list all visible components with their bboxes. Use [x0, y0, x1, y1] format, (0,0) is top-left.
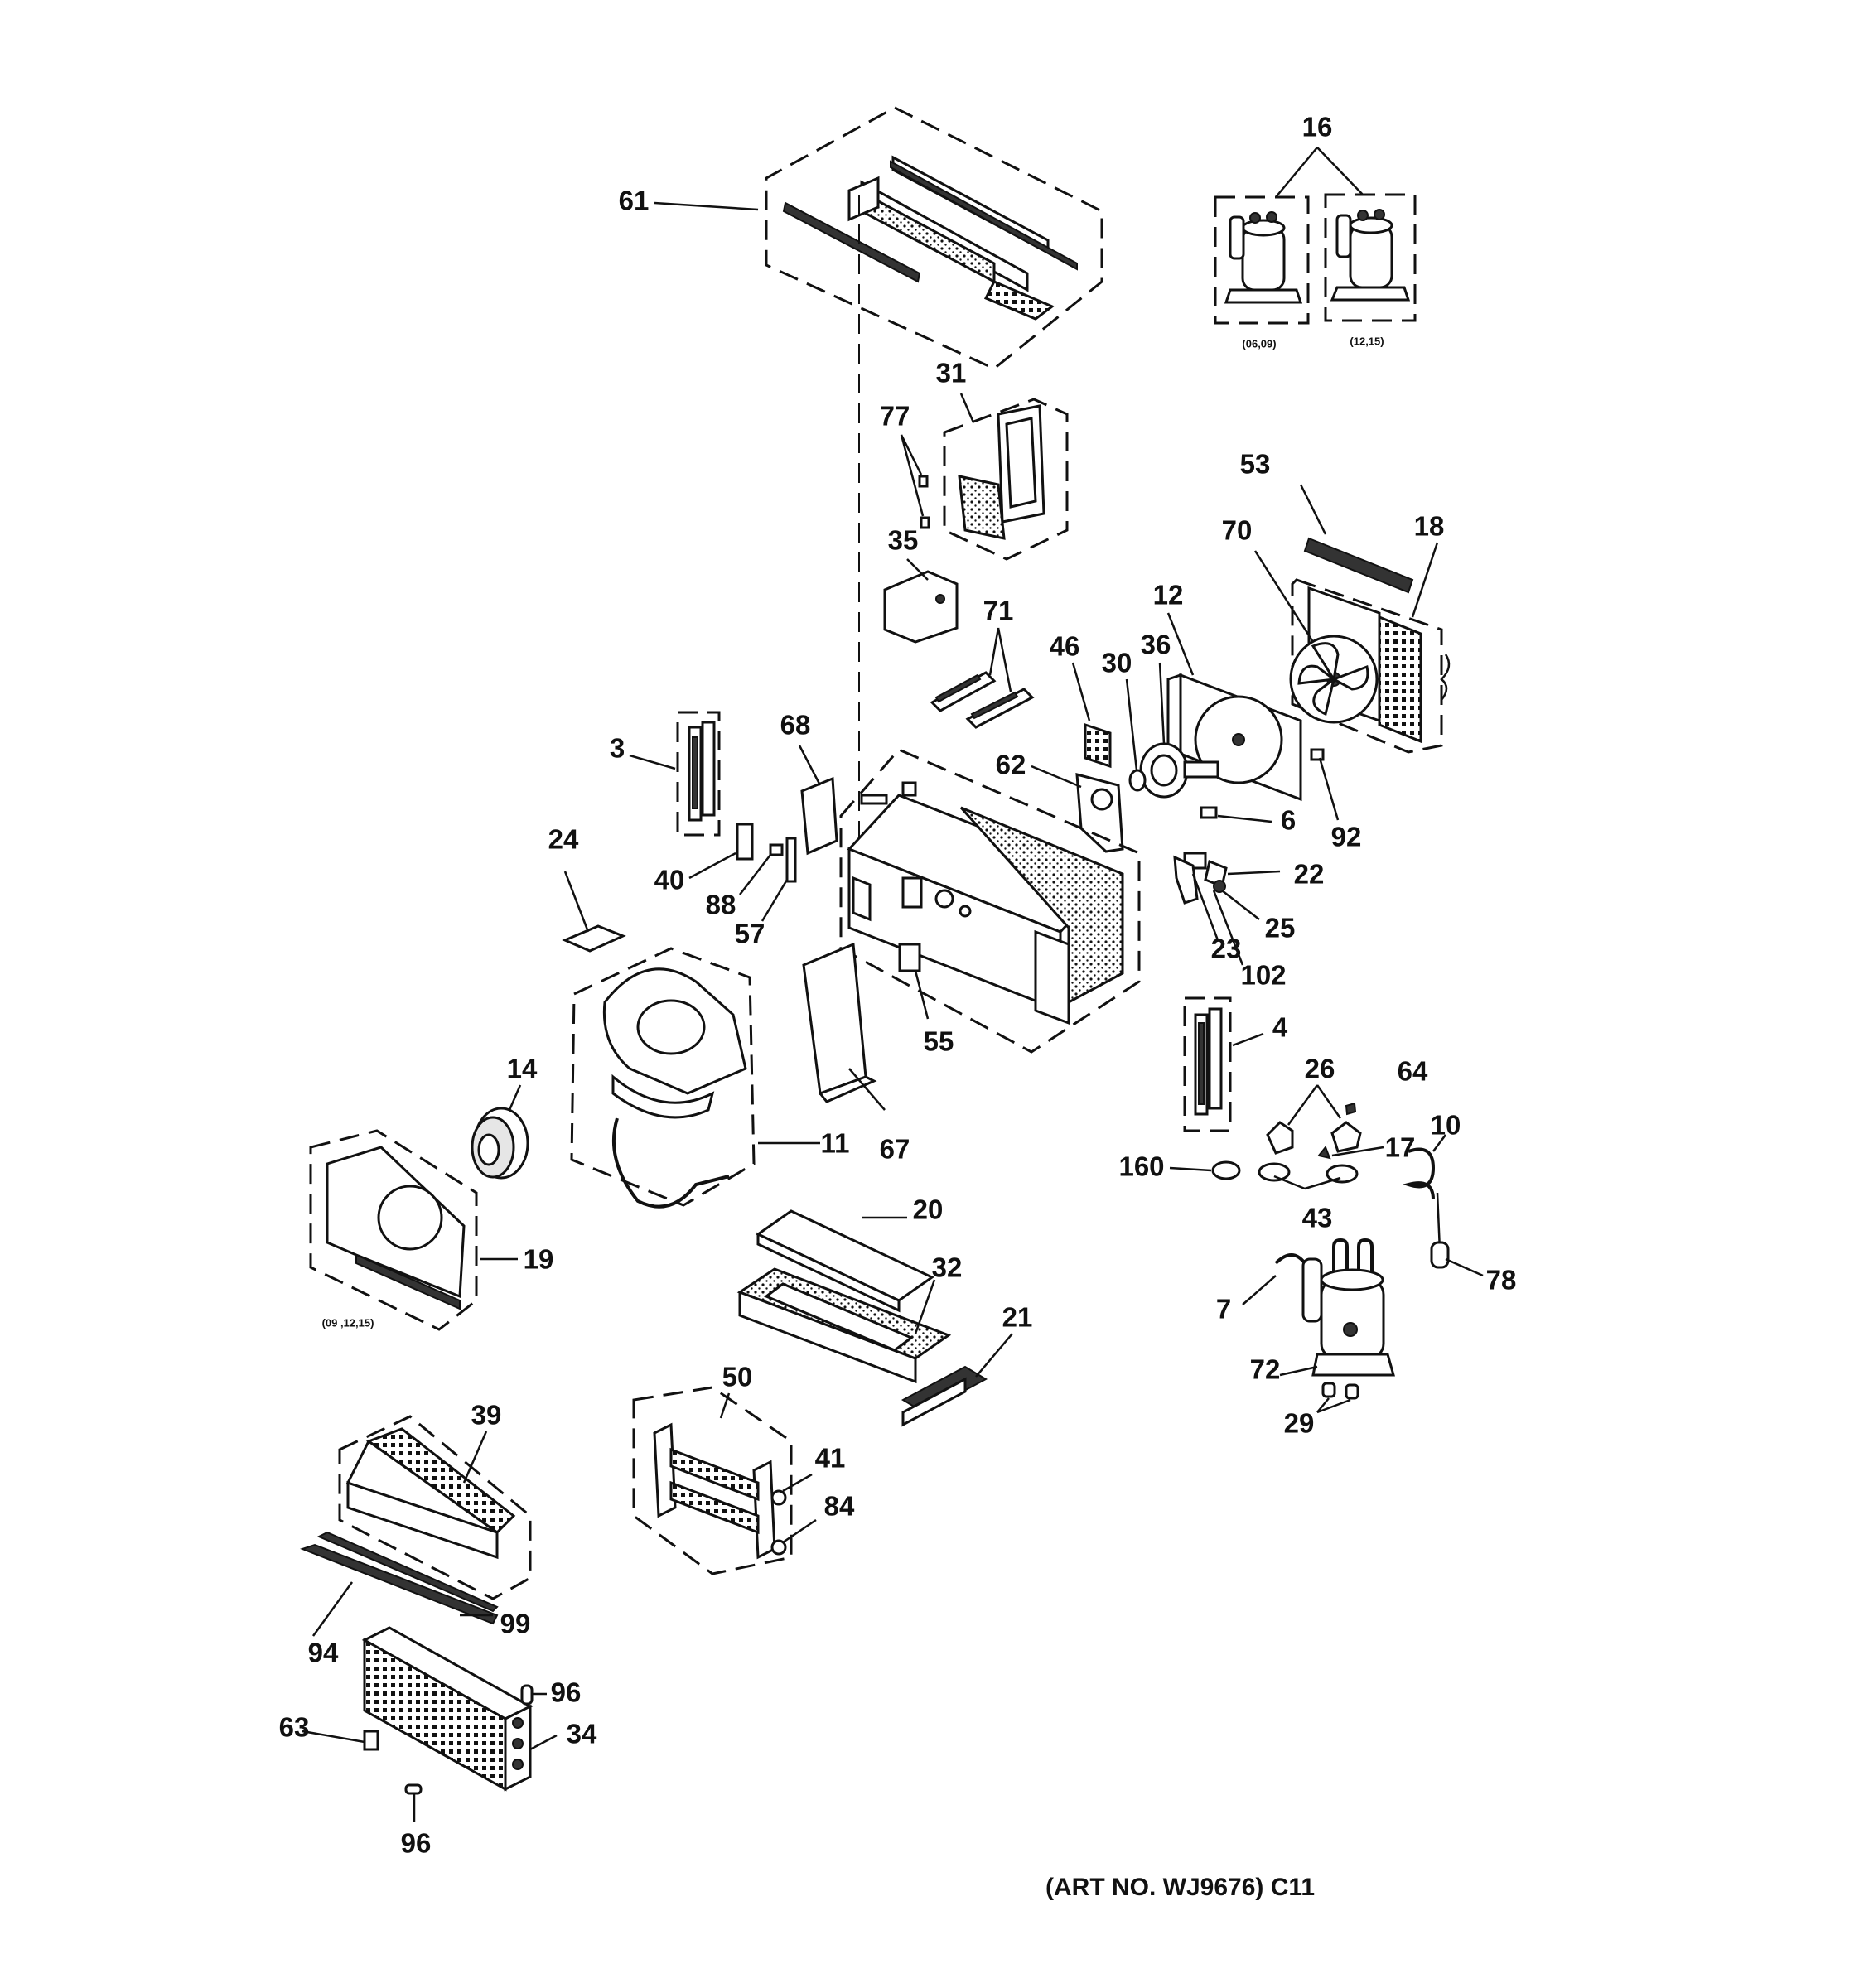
callout-99: 99 [500, 1608, 531, 1639]
callout-96-lower: 96 [400, 1827, 432, 1859]
callout-78: 78 [1485, 1264, 1517, 1296]
right-side-panel-4 [1183, 996, 1264, 1132]
insulation-panel-group [943, 393, 1069, 561]
small-parts-right [1173, 748, 1340, 966]
callout-94: 94 [307, 1637, 339, 1668]
callout-46: 46 [1049, 630, 1080, 662]
callout-7: 7 [1215, 1293, 1232, 1325]
blower-housing-19 [309, 1084, 529, 1331]
capillary-10-78 [1403, 1134, 1484, 1277]
callout-36: 36 [1140, 629, 1171, 660]
callout-20: 20 [912, 1194, 944, 1225]
callout-41: 41 [814, 1442, 846, 1474]
callout-71: 71 [983, 595, 1014, 626]
evaporator-coil [302, 1626, 558, 1822]
callout-96-upper: 96 [550, 1677, 582, 1708]
model-note-12-15: (12,15) [1350, 335, 1384, 348]
callout-10: 10 [1430, 1109, 1461, 1141]
callout-12: 12 [1152, 579, 1184, 610]
blower-scroll-11 [570, 947, 820, 1209]
callout-25: 25 [1264, 912, 1296, 943]
callout-34: 34 [566, 1718, 597, 1749]
callout-18: 18 [1413, 510, 1445, 542]
callout-68: 68 [780, 709, 811, 741]
callout-84: 84 [823, 1490, 855, 1522]
callout-23: 23 [1210, 933, 1242, 964]
callout-72: 72 [1249, 1353, 1281, 1385]
fan-motor-36 [1125, 662, 1219, 799]
callout-102: 102 [1240, 959, 1287, 991]
callout-53: 53 [1239, 448, 1271, 480]
callout-160: 160 [1118, 1151, 1165, 1182]
base-pan-group [736, 1209, 1013, 1427]
model-note-09-12-15: (09 ,12,15) [321, 1316, 374, 1329]
relay-55 [898, 943, 930, 1020]
callout-17: 17 [1384, 1132, 1416, 1163]
callout-67: 67 [879, 1133, 910, 1165]
compressor-72 [1242, 1238, 1395, 1414]
callout-14: 14 [506, 1053, 538, 1084]
callout-40: 40 [654, 864, 685, 895]
front-grille-39 [338, 1415, 532, 1600]
callout-77: 77 [879, 400, 910, 432]
callout-88: 88 [705, 889, 736, 920]
callout-57: 57 [734, 918, 765, 949]
callout-70: 70 [1221, 514, 1253, 546]
barrier-67 [802, 942, 886, 1111]
main-chassis [839, 748, 1141, 1054]
bracket-35-group [883, 434, 959, 644]
trim-strips-94-99 [300, 1531, 499, 1637]
callout-31: 31 [935, 357, 967, 388]
callout-92: 92 [1330, 821, 1362, 852]
callout-55: 55 [923, 1025, 954, 1057]
callout-62: 62 [995, 749, 1026, 780]
callout-11: 11 [820, 1127, 850, 1159]
callout-39: 39 [471, 1399, 502, 1431]
callout-22: 22 [1293, 858, 1325, 890]
bracket-71-pair [930, 627, 1035, 729]
callout-50: 50 [722, 1361, 753, 1392]
callout-43: 43 [1301, 1202, 1333, 1233]
compressor-group [1214, 147, 1417, 325]
callout-64: 64 [1397, 1055, 1428, 1087]
callout-4: 4 [1272, 1011, 1288, 1043]
foam-strip-53 [1299, 484, 1414, 594]
condenser-18 [1253, 542, 1451, 754]
callout-32: 32 [931, 1252, 963, 1283]
callout-30: 30 [1101, 647, 1132, 678]
callout-16: 16 [1301, 111, 1333, 142]
top-rail-assembly [765, 106, 1103, 370]
plate-24 [562, 871, 626, 953]
left-side-panel-group [629, 711, 838, 922]
callout-21: 21 [1002, 1301, 1033, 1333]
model-note-06-09: (06,09) [1242, 337, 1277, 350]
callout-24: 24 [548, 823, 579, 855]
callout-29: 29 [1283, 1407, 1315, 1439]
control-parts-46-62 [1031, 662, 1124, 853]
callout-61: 61 [618, 185, 650, 216]
callout-19: 19 [523, 1243, 554, 1275]
mount-parts-group [1169, 1084, 1384, 1190]
callout-6: 6 [1280, 804, 1297, 836]
callout-3: 3 [609, 732, 625, 764]
callout-35: 35 [887, 524, 919, 556]
callout-26: 26 [1304, 1053, 1335, 1084]
heater-50 [632, 1386, 817, 1575]
callout-63: 63 [278, 1711, 310, 1743]
art-number: (ART NO. WJ9676) C11 [1045, 1874, 1316, 1901]
